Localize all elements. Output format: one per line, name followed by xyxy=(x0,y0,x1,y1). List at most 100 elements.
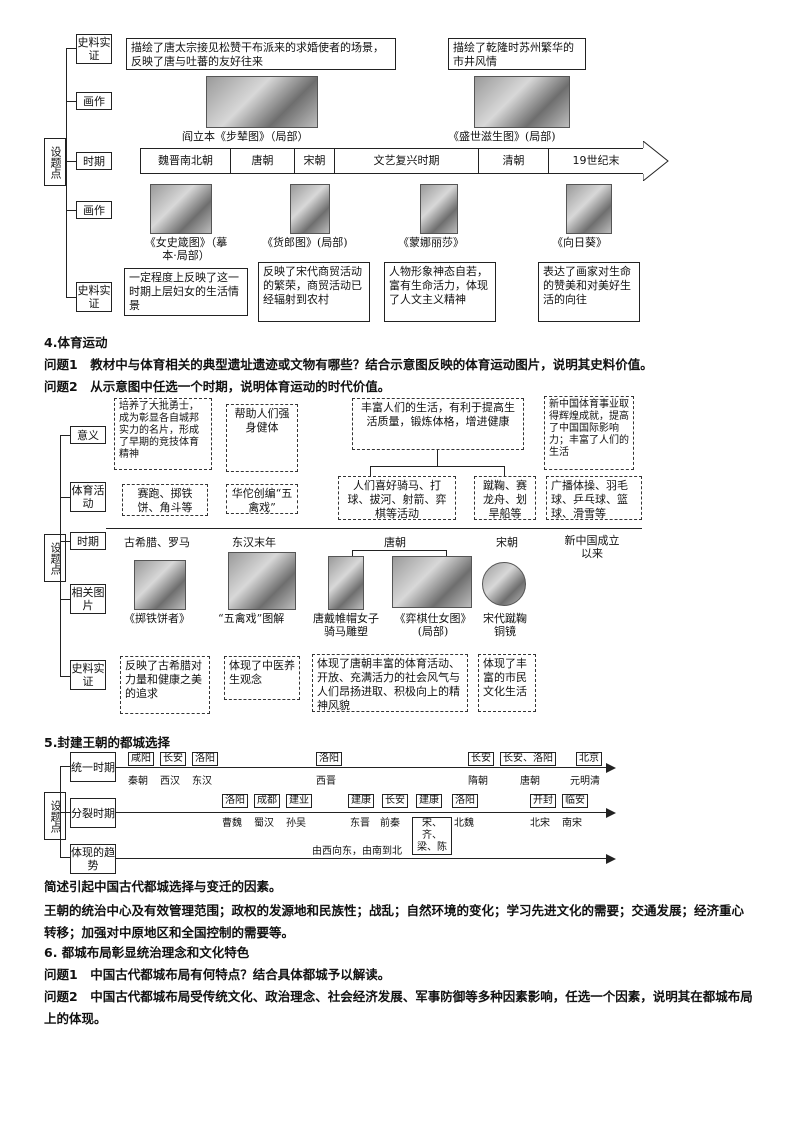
split-city: 洛阳 xyxy=(222,794,248,808)
sport-image-mirror xyxy=(482,562,526,606)
s1-top-note: 描绘了唐太宗接见松赞干布派来的求婚使者的场景，反映了唐与吐蕃的友好往来 xyxy=(126,38,396,70)
s5-answer: 王朝的统治中心及有效管理范围；政权的发源地和民族性；战乱；自然环境的变化；学习先… xyxy=(44,900,756,944)
split-dynasty: 宋、齐、梁、陈 xyxy=(412,817,452,855)
axis-arrow-icon xyxy=(606,763,616,773)
s1-row-label: 史料实证 xyxy=(76,34,112,64)
s5-question: 简述引起中国古代都城选择与变迁的因素。 xyxy=(44,876,756,898)
s1-side-label: 设题点 xyxy=(44,138,66,186)
s1-row-label: 时期 xyxy=(76,152,112,170)
unified-dynasty: 东汉 xyxy=(192,776,212,788)
s4-evidence: 体现了中医养生观念 xyxy=(224,656,300,700)
unified-city: 洛阳 xyxy=(192,752,218,766)
s4-row-label: 体育活动 xyxy=(70,482,106,512)
unified-dynasty: 秦朝 xyxy=(128,776,148,788)
s4-meaning: 帮助人们强身健体 xyxy=(226,404,298,472)
s5-row-label: 体现的趋势 xyxy=(70,844,116,874)
s1-bottom-note: 人物形象神态自若，富有生命活力，体现了人文主义精神 xyxy=(384,262,496,322)
unified-city: 洛阳 xyxy=(316,752,342,766)
sport-image-horse-statue xyxy=(328,556,364,610)
s4-meaning: 培养了大批勇士，成为彰显各自城邦实力的名片，形成了早期的竞技体育精神 xyxy=(114,398,212,470)
timeline-period: 魏晋南北朝 xyxy=(141,149,231,173)
s4-heading: 4.体育运动 xyxy=(44,332,756,354)
s4-row-label: 时期 xyxy=(70,532,106,550)
s4-period: 唐朝 xyxy=(384,534,406,550)
unified-dynasty: 唐朝 xyxy=(520,776,540,788)
painting-image-sunflowers xyxy=(566,184,612,234)
s1-row-label: 画作 xyxy=(76,92,112,110)
unified-dynasty: 隋朝 xyxy=(468,776,488,788)
s1-bottom-caption: 《向日葵》 xyxy=(552,236,607,249)
trend-text: 由西向东，由南到北 xyxy=(312,846,402,858)
s1-bracket xyxy=(66,48,67,298)
s4-activity: 广播体操、羽毛球、乒乓球、篮球、滑雪等 xyxy=(546,476,642,520)
s4-activity: 蹴鞠、赛龙舟、划旱船等 xyxy=(474,476,536,520)
s5-trend-axis xyxy=(116,858,612,859)
split-city: 成都 xyxy=(254,794,280,808)
s4-pic-caption: “五禽戏”图解 xyxy=(218,612,284,625)
s4-evidence: 体现了丰富的市民文化生活 xyxy=(478,654,536,712)
unified-city: 咸阳 xyxy=(128,752,154,766)
s4-activity: 赛跑、掷铁饼、角斗等 xyxy=(122,484,208,516)
timeline-period: 唐朝 xyxy=(231,149,295,173)
s4-question-1: 问题1 教材中与体育相关的典型遗址遗迹或文物有哪些？结合示意图反映的体育运动图片… xyxy=(44,354,756,376)
s1-bottom-note: 反映了宋代商贸活动的繁荣，商贸活动已经辐射到农村 xyxy=(258,262,370,322)
s1-bottom-caption: 《女史箴图》（摹本·局部） xyxy=(140,236,232,262)
s1-timeline: 魏晋南北朝 唐朝 宋朝 文艺复兴时期 清朝 19世纪末 xyxy=(140,148,644,174)
painting-image-nvshi xyxy=(150,184,212,234)
s4-period: 东汉末年 xyxy=(232,534,276,550)
split-city: 洛阳 xyxy=(452,794,478,808)
painting-image-shengshi xyxy=(474,76,570,128)
s4-question-2: 问题2 从示意图中任选一个时期，说明体育运动的时代价值。 xyxy=(44,376,756,398)
s1-top-caption: 《盛世滋生图》(局部) xyxy=(448,130,556,143)
timeline-period: 19世纪末 xyxy=(549,149,643,173)
s4-period: 宋朝 xyxy=(496,534,518,550)
s1-bottom-note: 表达了画家对生命的赞美和对美好生活的向往 xyxy=(538,262,640,322)
s5-row-label: 分裂时期 xyxy=(70,798,116,828)
s4-row-label: 史料实证 xyxy=(70,660,106,690)
s1-top-caption: 阎立本《步辇图》（局部） xyxy=(182,130,309,143)
s4-row-label: 相关图片 xyxy=(70,584,106,614)
split-dynasty: 前秦 xyxy=(380,818,400,830)
s4-row-label: 意义 xyxy=(70,426,106,444)
s6-heading: 6. 都城布局彰显统治理念和文化特色 xyxy=(44,942,756,964)
unified-city: 北京 xyxy=(576,752,602,766)
s4-meaning: 丰富人们的生活，有利于提高生活质量，锻炼体格，增进健康 xyxy=(352,398,524,450)
s4-evidence: 体现了唐朝丰富的体育活动、开放、充满活力的社会风气与人们昂扬进取、积极向上的精神… xyxy=(312,654,468,712)
timeline-period: 清朝 xyxy=(479,149,549,173)
s1-row-label: 画作 xyxy=(76,201,112,219)
split-city: 临安 xyxy=(562,794,588,808)
axis-arrow-icon xyxy=(606,854,616,864)
s4-activity: 华佗创编“五禽戏” xyxy=(226,484,298,514)
sport-image-discus xyxy=(134,560,186,610)
axis-arrow-icon xyxy=(606,808,616,818)
timeline-period: 文艺复兴时期 xyxy=(335,149,479,173)
s1-bottom-caption: 《蒙娜丽莎》 xyxy=(398,236,464,249)
s1-bottom-caption: 《货郎图》(局部) xyxy=(262,236,348,249)
split-dynasty: 蜀汉 xyxy=(254,818,274,830)
painting-image-buniantu xyxy=(206,76,318,128)
split-city: 开封 xyxy=(530,794,556,808)
unified-city: 长安 xyxy=(468,752,494,766)
s5-split-axis xyxy=(116,812,612,813)
timeline-period: 宋朝 xyxy=(295,149,335,173)
unified-city: 长安、洛阳 xyxy=(500,752,556,766)
s1-bottom-note: 一定程度上反映了这一时期上层妇女的生活情景 xyxy=(124,268,248,316)
split-dynasty: 东晋 xyxy=(350,818,370,830)
split-dynasty: 孙吴 xyxy=(286,818,306,830)
s5-row-label: 统一时期 xyxy=(70,752,116,782)
timeline-arrow-icon xyxy=(643,141,669,181)
s1-row-label: 史料实证 xyxy=(76,282,112,312)
s4-period: 古希腊、罗马 xyxy=(124,534,190,550)
s4-pic-caption: 宋代蹴鞠铜镜 xyxy=(480,612,530,638)
s5-unified-axis xyxy=(116,767,612,768)
painting-image-huolang xyxy=(290,184,330,234)
split-city: 建业 xyxy=(286,794,312,808)
s4-pic-caption: 《弈棋仕女图》(局部) xyxy=(392,612,474,638)
painting-image-monalisa xyxy=(420,184,458,234)
unified-city: 长安 xyxy=(160,752,186,766)
s4-period: 新中国成立以来 xyxy=(560,534,624,560)
s4-meaning: 新中国体育事业取得辉煌成就，提高了中国国际影响力；丰富了人们的生活 xyxy=(544,396,634,470)
s4-evidence: 反映了古希腊对力量和健康之美的追求 xyxy=(120,656,210,714)
s4-activity: 人们喜好骑马、打球、拔河、射箭、弈棋等活动 xyxy=(338,476,456,520)
unified-dynasty: 西晋 xyxy=(316,776,336,788)
